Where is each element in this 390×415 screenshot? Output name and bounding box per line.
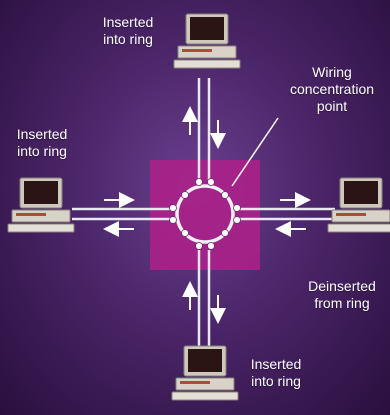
hub-square	[150, 160, 260, 270]
ring	[175, 184, 235, 244]
wires	[72, 78, 335, 348]
label-hub: Wiring concentration point	[289, 64, 375, 114]
hub-pointer-line	[231, 117, 279, 187]
computer-right	[327, 177, 390, 233]
label-right-deinserted: Deinserted from ring	[308, 278, 376, 311]
flow-arrows	[103, 106, 311, 324]
label-top-inserted: Inserted into ring	[102, 14, 154, 47]
computer-top	[173, 13, 241, 69]
connector-dots	[169, 178, 241, 250]
label-bottom-inserted: Inserted into ring	[250, 356, 302, 389]
computer-bottom	[171, 345, 239, 401]
computer-left	[7, 177, 75, 233]
label-left-inserted: Inserted into ring	[16, 126, 68, 159]
